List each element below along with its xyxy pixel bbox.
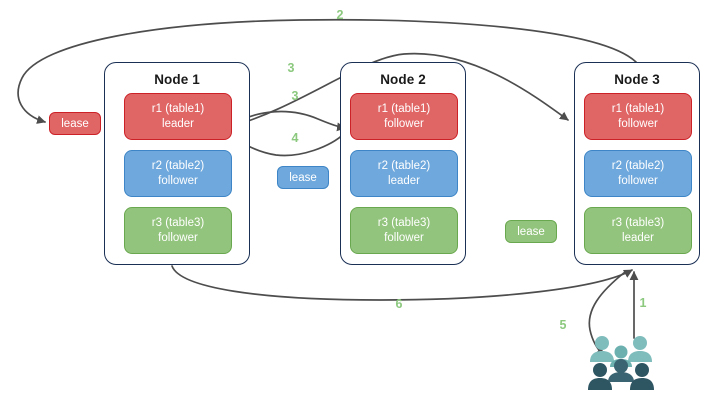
replica-n1-r2-role: follower [158,174,198,187]
replica-n2-r3-range: r3 (table3) [377,217,431,229]
step-label-3b: 3 [291,89,299,103]
step-label-2: 2 [336,8,344,22]
replica-n1-r1-range: r1 (table1) [151,103,205,115]
node-container-2: Node 2 r1 (table1) follower r2 (table2) … [340,62,466,265]
replica-n3-r1-range: r1 (table1) [611,103,665,115]
replica-n3-r2-range: r2 (table2) [611,160,665,172]
replica-n2-r2[interactable]: r2 (table2) leader [350,150,458,197]
arrow-step-5 [171,265,633,301]
person-dark-left [588,363,612,390]
node-title-1: Node 1 [154,72,200,87]
person-light-left [590,336,614,362]
lease-chip-blue[interactable]: lease [277,166,329,189]
replica-n2-r2-role: leader [388,174,420,187]
replica-n1-r2-range: r2 (table2) [151,160,205,172]
replica-n1-r1[interactable]: r1 (table1) leader [124,93,232,140]
person-dark-right [630,363,654,390]
replica-n3-r2-role: follower [618,174,658,187]
lease-chip-red[interactable]: lease [49,112,101,135]
lease-chip-green[interactable]: lease [505,220,557,243]
replica-n3-r1[interactable]: r1 (table1) follower [584,93,692,140]
replica-n1-r1-role: leader [162,117,194,130]
node-title-3: Node 3 [614,72,660,87]
replica-n1-r3-range: r3 (table3) [151,217,205,229]
replica-n3-r3[interactable]: r3 (table3) leader [584,207,692,254]
person-dark-center [608,359,634,382]
replica-n3-r2[interactable]: r2 (table2) follower [584,150,692,197]
replica-n2-r1-range: r1 (table1) [377,103,431,115]
replica-n1-r2[interactable]: r2 (table2) follower [124,150,232,197]
step-label-3a: 3 [287,61,295,75]
step-label-6: 5 [559,318,567,332]
replica-n1-r3-role: follower [158,231,198,244]
replica-n3-r3-role: leader [622,231,654,244]
node-container-1: Node 1 r1 (table1) leader r2 (table2) fo… [104,62,250,265]
step-label-5: 6 [395,297,403,311]
replica-n3-r1-role: follower [618,117,658,130]
replica-n2-r2-range: r2 (table2) [377,160,431,172]
replica-n1-r3[interactable]: r3 (table3) follower [124,207,232,254]
node-container-3: Node 3 r1 (table1) follower r2 (table2) … [574,62,700,265]
step-label-1: 1 [639,296,647,310]
person-light-right [628,336,652,362]
replica-n2-r1[interactable]: r1 (table1) follower [350,93,458,140]
people-group-icon [588,336,654,390]
replica-n2-r3[interactable]: r3 (table3) follower [350,207,458,254]
step-label-4: 4 [291,131,299,145]
replica-n2-r3-role: follower [384,231,424,244]
replica-n2-r1-role: follower [384,117,424,130]
node-title-2: Node 2 [380,72,426,87]
replica-n3-r3-range: r3 (table3) [611,217,665,229]
